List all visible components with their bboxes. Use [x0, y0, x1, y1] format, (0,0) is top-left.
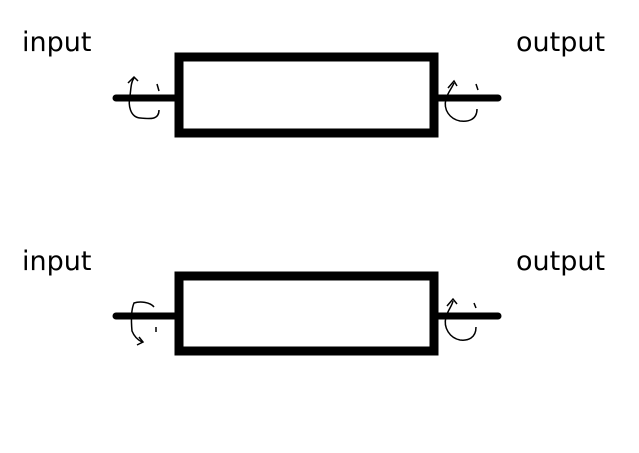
output-rotation-arrow-icon [444, 297, 477, 341]
output-label: output [516, 27, 605, 58]
input-rotation-arrow-icon [130, 301, 157, 346]
diagram-bottom: input output [22, 246, 605, 356]
input-rotation-arrow-icon [127, 75, 160, 120]
output-label: output [516, 246, 605, 277]
input-label: input [22, 246, 91, 277]
output-rotation-arrow-icon [444, 79, 479, 122]
diagram-top: input output [22, 27, 605, 138]
gearbox-box [174, 52, 439, 138]
input-label: input [22, 27, 91, 58]
gearbox-box [174, 271, 439, 356]
